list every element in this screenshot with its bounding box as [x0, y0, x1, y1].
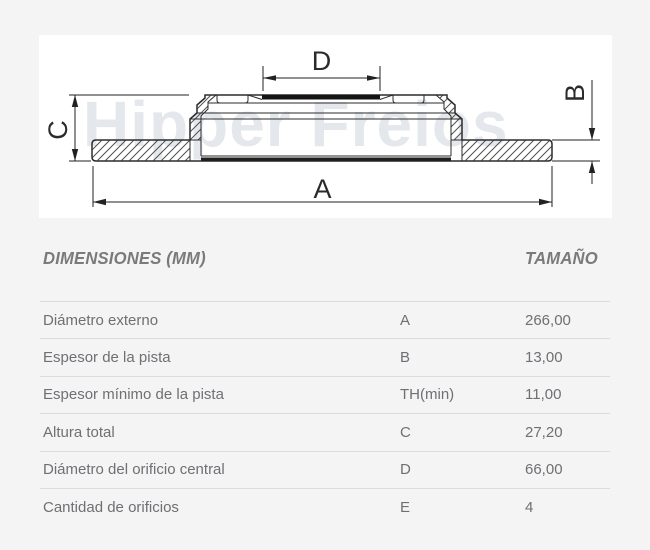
dimension-b-label: B [560, 84, 590, 102]
row-label: Cantidad de orificios [43, 498, 179, 516]
row-value: 66,00 [525, 461, 563, 479]
row-label: Diámetro externo [43, 311, 159, 329]
hub-detail-lines [190, 94, 462, 157]
hub-bottom-face [201, 157, 451, 162]
row-symbol: A [400, 311, 411, 329]
row-value: 4 [525, 498, 534, 516]
dimension-d-label: D [312, 46, 332, 76]
row-symbol: TH(min) [400, 386, 455, 404]
row-value: 27,20 [525, 423, 563, 441]
dimension-c [69, 94, 189, 162]
table-row: Diámetro externo A 266,00 [40, 301, 610, 338]
section-hatching [91, 94, 553, 162]
dimension-d [262, 66, 381, 91]
row-value: 266,00 [525, 311, 571, 329]
row-label: Altura total [43, 423, 115, 441]
header-dimensions: DIMENSIONES (MM) [43, 247, 206, 268]
table-row: Espesor de la pista B 13,00 [40, 338, 610, 375]
row-value: 13,00 [525, 349, 563, 367]
header-size: TAMAÑO [525, 247, 598, 268]
dimension-a-label: A [313, 174, 331, 204]
row-symbol: B [400, 349, 411, 367]
table-row: Altura total C 27,20 [40, 413, 610, 450]
dimension-c-label: C [43, 120, 73, 140]
table-rows: Diámetro externo A 266,00 Espesor de la … [40, 301, 610, 525]
row-symbol: C [400, 423, 411, 441]
brake-disc-drawing-panel: Hipper Freios [39, 35, 612, 218]
row-label: Diámetro del orificio central [43, 461, 225, 479]
center-bore-edge [262, 95, 380, 100]
row-value: 11,00 [525, 386, 562, 404]
table-header: DIMENSIONES (MM) TAMAÑO [40, 246, 610, 270]
table-row: Diámetro del orificio central D 66,00 [40, 450, 610, 488]
table-row: Espesor mínimo de la pista TH(min) 11,00 [40, 375, 610, 413]
row-label: Espesor de la pista [43, 349, 171, 367]
row-symbol: D [400, 461, 411, 479]
row-label: Espesor mínimo de la pista [43, 386, 224, 404]
dimension-b [552, 80, 600, 184]
dimensions-table: DIMENSIONES (MM) TAMAÑO Diámetro externo… [40, 246, 610, 525]
dimension-a [92, 166, 553, 207]
row-symbol: E [400, 498, 411, 516]
table-row: Cantidad de orificios E 4 [40, 487, 610, 525]
brake-disc-cross-section-diagram: D C B A [43, 46, 600, 207]
